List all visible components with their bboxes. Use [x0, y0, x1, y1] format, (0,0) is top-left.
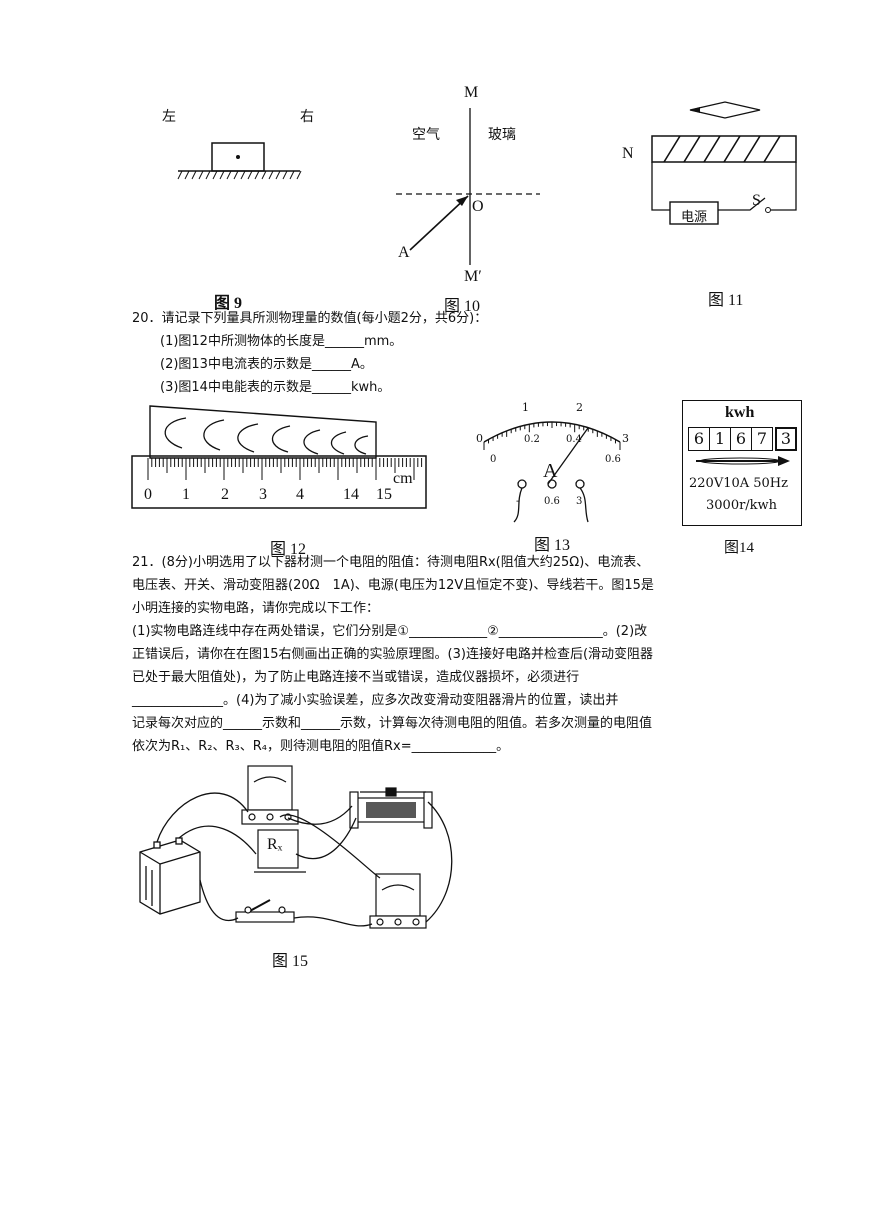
fig12-tick-0: 0: [144, 486, 152, 503]
fig10-o-label: O: [472, 198, 484, 215]
q21-line-9: 依次为R₁、R₂、R₃、R₄，则待测电阻的阻值Rx=_____________。: [132, 739, 510, 754]
fig11-n-label: N: [622, 145, 634, 162]
q20-part2: (2)图13中电流表的示数是______A。: [160, 357, 373, 372]
fig12-tick-15: 15: [376, 486, 392, 503]
fig9-caption: 图 9: [214, 295, 243, 312]
fig10-m-prime-label: M′: [464, 268, 482, 285]
fig14-caption: 图14: [724, 540, 755, 556]
fig13-terminal-neg: -: [516, 496, 520, 507]
fig14-digit: 1: [710, 427, 731, 451]
fig15-circuit-photo: [139, 765, 453, 929]
fig10-glass-label: 玻璃: [488, 127, 516, 143]
fig9-left-label: 左: [162, 109, 176, 125]
q21-line-1: 21．(8分)小明选用了以下器材测一个电阻的阻值：待测电阻Rx(阻值大约25Ω)…: [132, 555, 650, 570]
q20-part3: (3)图14中电能表的示数是______kwh。: [160, 380, 391, 395]
fig13-terminal-06: 0.6: [544, 496, 560, 507]
fig13-top-tick-3: 3: [622, 432, 629, 445]
fig10-a-label: A: [398, 244, 410, 261]
fig14-unit: kwh: [725, 404, 755, 421]
q21-line-2: 电压表、开关、滑动变阻器(20Ω 1A)、电源(电压为12V且恒定不变)、导线若…: [132, 578, 654, 593]
fig13-ammeter: [483, 421, 621, 523]
fig12-unit: cm: [393, 470, 413, 487]
fig11-caption: 图 11: [708, 292, 744, 309]
fig10-air-label: 空气: [412, 127, 440, 143]
fig10-m-label: M: [464, 84, 479, 101]
fig14-rotor-arrow: [696, 456, 790, 466]
fig12-tick-14: 14: [343, 486, 359, 503]
fig13-top-tick-1: 1: [522, 401, 529, 414]
fig12-ruler: [131, 405, 427, 509]
fig11-power-label: 电源: [681, 210, 708, 225]
fig14-spec: 220V10A 50Hz: [689, 476, 788, 491]
fig12-tick-4: 4: [296, 486, 304, 503]
fig14-digit-decimal: 3: [775, 427, 797, 451]
fig13-caption: 图 13: [534, 537, 571, 554]
fig12-tick-2: 2: [221, 486, 229, 503]
fig12-tick-1: 1: [182, 486, 190, 503]
fig13-bottom-tick-02: 0.2: [524, 434, 540, 445]
fig15-rx-label: Rₓ: [267, 836, 283, 853]
fig9-right-label: 右: [300, 109, 314, 125]
q20-title: 20．请记录下列量具所测物理量的数值(每小题2分，共6分)：: [132, 311, 488, 326]
fig14-digit: 6: [731, 427, 752, 451]
q20-part1: (1)图12中所测物体的长度是______mm。: [160, 334, 403, 349]
fig13-bottom-tick-04: 0.4: [566, 434, 582, 445]
fig12-caption: 图 12: [270, 541, 307, 558]
q21-line-7: ______________。(4)为了减小实验误差，应多次改变滑动变阻器滑片的…: [132, 693, 619, 708]
fig13-ammeter-letter: A: [543, 460, 558, 482]
fig14-digit: 7: [752, 427, 773, 451]
fig11-solenoid-circuit: [651, 101, 797, 225]
fig14-revolutions: 3000r/kwh: [706, 498, 778, 513]
fig13-terminal-3: 3: [576, 496, 583, 507]
fig10-caption: 图 10: [444, 298, 481, 315]
fig14-digit: 6: [688, 427, 710, 451]
fig13-bottom-tick-0: 0: [490, 454, 497, 465]
q21-line-6: 已处于最大阻值处)，为了防止电路连接不当或错误，造成仪器损坏，必须进行: [132, 670, 580, 685]
fig12-tick-3: 3: [259, 486, 267, 503]
q21-line-5: 正错误后，请你在在图15右侧画出正确的实验原理图。(3)连接好电路并检查后(滑动…: [132, 647, 654, 662]
fig13-bottom-tick-06: 0.6: [605, 454, 621, 465]
fig10-refraction-diagram: [396, 108, 540, 265]
q21-line-8: 记录每次对应的______示数和______示数，计算每次待测电阻的阻值。若多次…: [132, 716, 653, 731]
q21-line-4: (1)实物电路连线中存在两处错误，它们分别是①____________②____…: [132, 624, 648, 639]
fig13-top-tick-0: 0: [476, 432, 483, 445]
q21-line-3: 小明连接的实物电路，请你完成以下工作：: [132, 601, 380, 616]
fig11-switch-label: S: [752, 192, 761, 209]
fig14-meter-frame: [682, 400, 802, 526]
fig9-block-on-surface: [177, 142, 302, 180]
fig15-caption: 图 15: [272, 953, 309, 970]
fig14-digit-row: 6 1 6 7 3: [688, 427, 797, 451]
fig13-top-tick-2: 2: [576, 401, 583, 414]
